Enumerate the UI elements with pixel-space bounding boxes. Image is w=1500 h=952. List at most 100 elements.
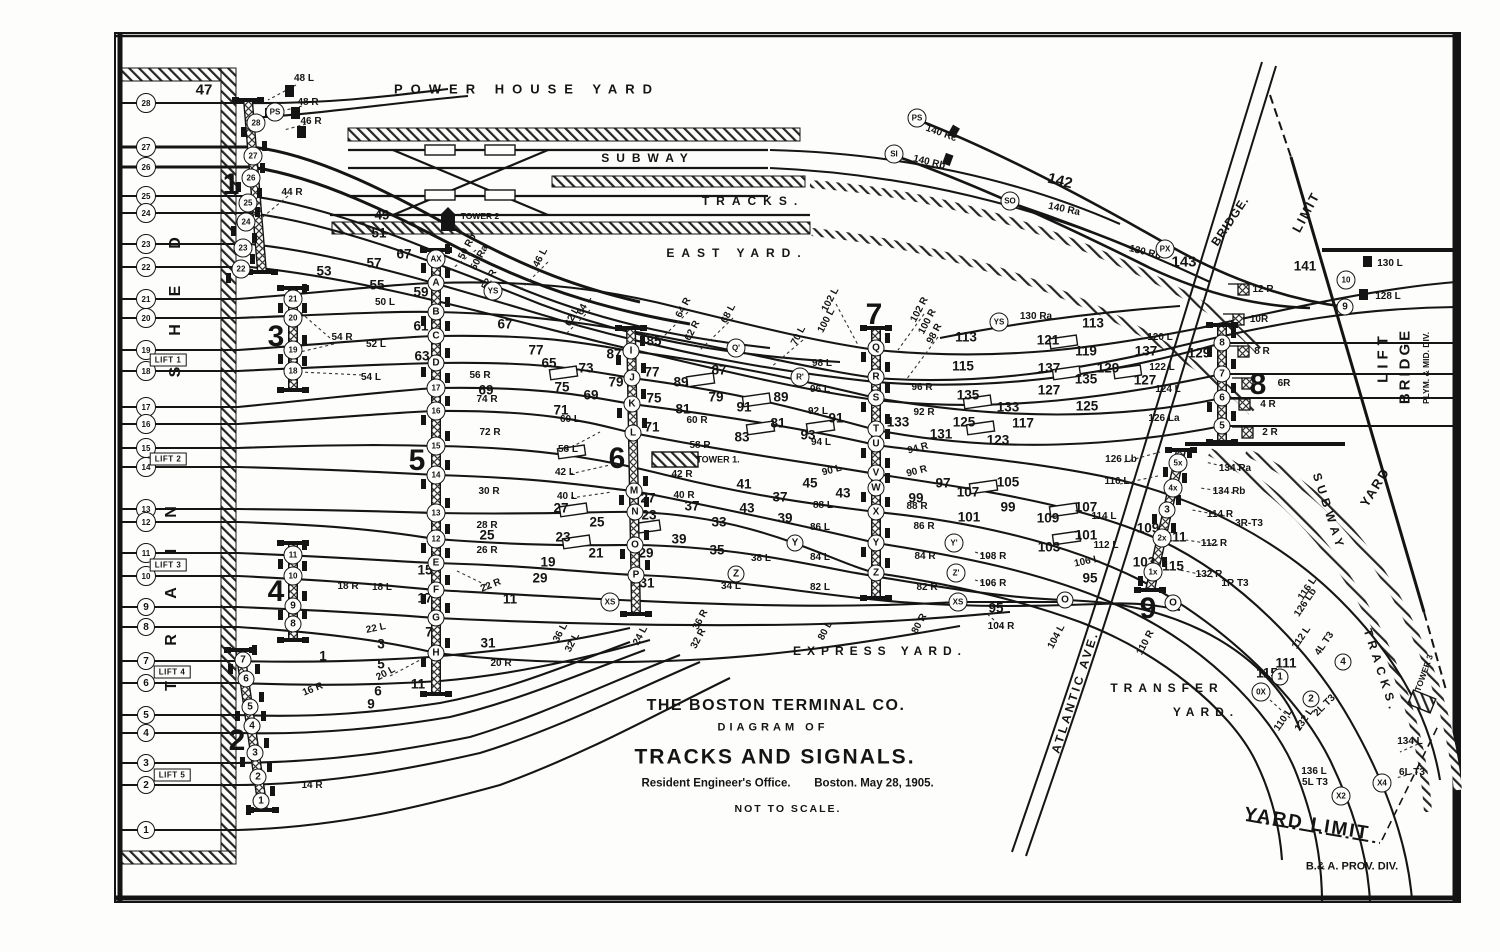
track-number-label: 27: [553, 500, 569, 516]
track-number-label: 65: [541, 355, 557, 371]
track-number-label: 99: [1000, 499, 1016, 515]
track-number-label: 7: [425, 624, 433, 640]
signal-label: 110 L: [1272, 706, 1296, 734]
track-number-label: 41: [736, 476, 752, 492]
signal-label: 128 L: [1375, 291, 1401, 302]
signal-label: 134 Ra: [1218, 463, 1252, 474]
signal-label: 126 Lb: [1292, 586, 1320, 619]
signal-circle: PS: [265, 102, 285, 122]
signal-circle: 5x: [1168, 453, 1188, 473]
signal-label: 106 R: [979, 578, 1007, 589]
note-label: PLYM. & MID. DIV.: [1420, 331, 1431, 405]
title-date: Boston. May 28, 1905.: [814, 777, 934, 790]
track-number-label: 37: [684, 498, 700, 514]
signal-circle: J: [623, 369, 641, 387]
track-number-label: 25: [589, 514, 605, 530]
track-number-circle: 26: [136, 157, 156, 177]
signal-circle: S: [867, 389, 885, 407]
signal-circle: 2: [1302, 690, 1320, 708]
signal-label: 58 L: [557, 444, 579, 455]
signal-circle: 21: [283, 289, 303, 309]
signal-circle: N: [626, 503, 644, 521]
signal-label: 108 R: [979, 551, 1007, 562]
signal-circle: 18: [283, 361, 303, 381]
signal-circle: 3: [246, 744, 264, 762]
signal-label: 70 L: [789, 324, 809, 348]
track-number-label: 31: [480, 635, 496, 651]
signal-label: 8 R: [1254, 346, 1270, 357]
track-number-label: 43: [835, 485, 851, 501]
signal-label: 64 R: [673, 295, 694, 320]
track-number-circle: 16: [136, 414, 156, 434]
signal-label: 68 L: [719, 302, 739, 326]
signal-label: 42 R: [671, 469, 693, 480]
track-number-label: 137: [1037, 360, 1061, 376]
signal-label: 90 L: [820, 462, 843, 479]
track-number-label: 67: [497, 316, 513, 332]
track-number-label: 97: [935, 475, 951, 491]
yard-label: TRACKS.: [701, 194, 805, 208]
track-number-label: 9: [367, 696, 375, 712]
signal-label: 12 R: [1252, 284, 1274, 295]
yard-label: SUBWAY: [1309, 471, 1349, 553]
signal-circle: C: [427, 327, 445, 345]
track-number-label: 73: [578, 360, 594, 376]
track-number-label: 81: [770, 415, 786, 431]
track-number-label: 29: [532, 570, 548, 586]
signal-label: 86 L: [809, 522, 831, 533]
signal-label: 20 R: [490, 658, 512, 669]
signal-circle: H: [427, 644, 445, 662]
tower-number: 9: [1139, 592, 1157, 625]
signal-label: 14 R: [301, 780, 323, 791]
signal-label: 126 La: [1148, 413, 1180, 424]
track-number-label: 101: [957, 509, 981, 525]
track-number-circle: 8: [137, 618, 155, 636]
track-number-circle: 12: [136, 512, 156, 532]
signal-label: 56 R: [469, 370, 491, 381]
signal-circle: XS: [948, 592, 968, 612]
signal-label: 130 L: [1377, 258, 1403, 269]
signal-label: 44 R: [281, 187, 303, 198]
signal-circle: I: [622, 342, 640, 360]
lift-badge: LIFT 3: [149, 558, 187, 572]
yard-label: EAST YARD.: [666, 246, 808, 260]
track-number-label: 119: [1075, 343, 1097, 359]
note-label: TOWER 3: [1412, 653, 1436, 693]
signal-circle: K: [623, 395, 641, 413]
signal-label: 110 R: [1134, 628, 1157, 657]
yard-label: EXPRESS YARD.: [792, 644, 968, 658]
track-number-circle: 3: [137, 754, 155, 772]
track-number-label: 127: [1133, 372, 1157, 388]
signal-label: 26 R: [476, 545, 498, 556]
signal-label: 98 L: [811, 358, 833, 369]
track-number-label: 113: [955, 329, 977, 345]
title-company: THE BOSTON TERMINAL CO.: [646, 697, 906, 714]
track-number-label: 95: [988, 600, 1004, 616]
track-number-label: 135: [956, 387, 980, 403]
signal-circle: A: [427, 274, 445, 292]
yard-label: SUBWAY: [601, 151, 695, 165]
track-number-label: 77: [528, 342, 544, 358]
shed-letter: H: [167, 324, 184, 336]
track-number-label: 31: [639, 575, 655, 591]
signal-circle: 20: [283, 308, 303, 328]
signal-circle: P: [627, 566, 645, 584]
signal-circle: Z': [946, 563, 966, 583]
signal-circle: Z: [727, 565, 745, 583]
signal-label: 112 R: [1200, 538, 1228, 549]
signal-label: 88 L: [812, 500, 834, 511]
signal-circle: SI: [884, 144, 904, 164]
track-number-label: 99: [908, 490, 924, 506]
signal-label: 50 L: [374, 297, 396, 308]
track-number-circle: 6: [137, 674, 155, 692]
signal-label: 100 L: [815, 306, 838, 335]
signal-circle: 4: [243, 717, 261, 735]
signal-label: 116 L: [1104, 476, 1130, 487]
track-number-label: 133: [886, 414, 910, 430]
signal-label: 114 L: [1091, 511, 1117, 522]
track-number-label: 43: [739, 500, 755, 516]
lift-badge: LIFT 2: [149, 452, 187, 466]
signal-circle: O: [1164, 594, 1182, 612]
signal-circle: 19: [283, 340, 303, 360]
signal-circle: 1: [252, 792, 270, 810]
